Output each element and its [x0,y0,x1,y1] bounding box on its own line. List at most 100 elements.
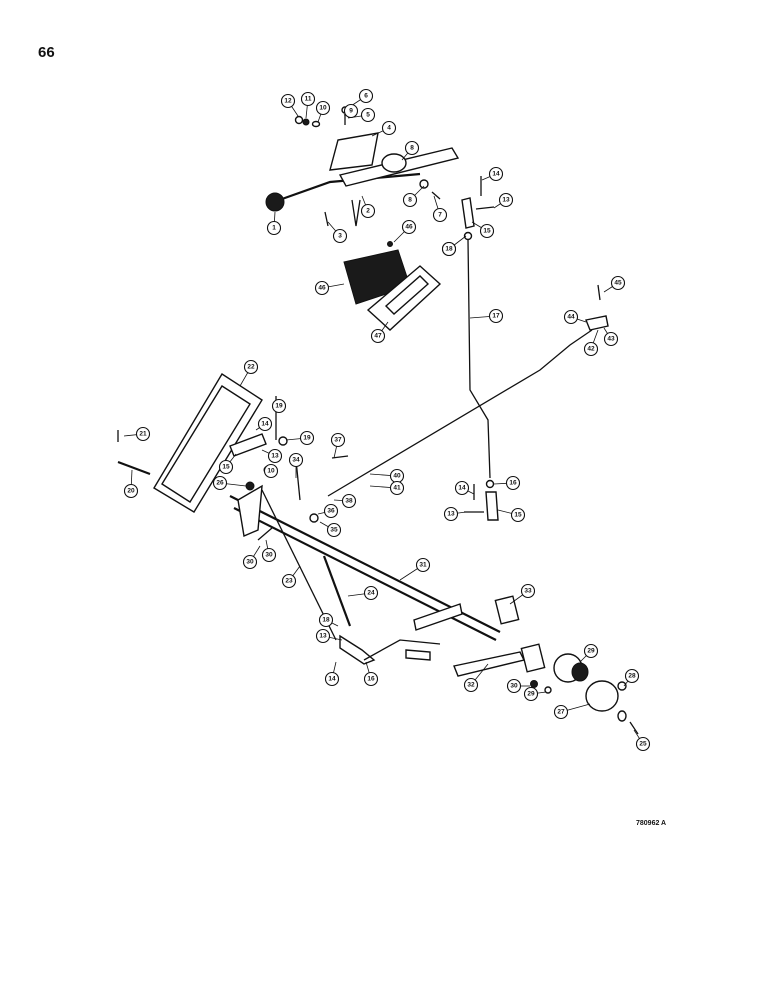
callout-label: 14 [328,676,336,683]
callout-9: 9 [343,103,359,119]
callout-label: 9 [349,108,353,115]
nut-16-lower [485,479,495,489]
callout-circle [389,480,405,496]
callout-16: 16 [505,475,521,491]
callout-label: 28 [628,673,636,680]
callout-label: 10 [267,468,275,475]
callout-label: 11 [305,96,312,103]
callout-circle [360,107,376,123]
callout-38: 38 [341,493,357,509]
callout-circle [610,275,626,291]
callout-circle [358,88,374,104]
callout-label: 43 [607,336,615,343]
callout-42: 42 [583,341,599,357]
callout-14: 14 [324,671,340,687]
callout-circle [315,628,331,644]
page-number: 66 [38,44,55,61]
callout-circle [266,220,282,236]
callout-label: 46 [318,285,326,292]
callout-10: 10 [315,100,331,116]
callout-circle [488,166,504,182]
washer-8 [419,179,429,189]
callout-label: 27 [557,709,565,716]
callout-label: 24 [367,590,375,597]
callout-circle [261,547,277,563]
spring-30 [257,527,273,541]
callout-label: 15 [514,512,522,519]
bracket-32 [453,651,526,677]
callout-44: 44 [563,309,579,325]
callout-label: 18 [322,617,330,624]
callout-label: 37 [334,437,342,444]
callout-13: 13 [498,192,514,208]
callout-circle [443,506,459,522]
callout-circle [330,432,346,448]
callout-circle [510,507,526,523]
callout-circle [243,359,259,375]
callout-18: 18 [318,612,334,628]
callout-label: 34 [292,457,300,464]
callout-label: 42 [587,346,595,353]
callout-circle [314,280,330,296]
callout-19: 19 [299,430,315,446]
callout-circle [318,612,334,628]
nut-28 [617,681,627,691]
callout-40: 40 [389,468,405,484]
callout-label: 6 [364,93,368,100]
callout-circle [603,331,619,347]
callout-circle [263,463,279,479]
drawing-code: 780962 A [636,820,667,827]
callout-10: 10 [263,463,279,479]
lower-rod [363,639,441,661]
callout-43: 43 [603,331,619,347]
screw-48 [387,241,393,247]
callout-circle [323,503,339,519]
callout-label: 29 [527,691,535,698]
callout-circle [441,241,457,257]
callout-13: 13 [443,506,459,522]
washer-35 [309,513,319,523]
callout-circle [360,203,376,219]
callout-circle [520,583,536,599]
callout-25: 25 [635,736,651,752]
callout-label: 8 [410,145,414,152]
callout-circle [218,459,234,475]
callout-label: 17 [492,313,500,320]
callout-20: 20 [123,483,139,499]
callout-21: 21 [135,426,151,442]
nut-19 [278,436,288,446]
callout-circle [267,448,283,464]
bolt-3 [324,211,329,227]
callout-label: 36 [327,508,335,515]
callout-14: 14 [257,416,273,432]
callout-label: 44 [567,314,575,321]
callout-6: 6 [358,88,374,104]
spring-clip [351,199,361,227]
callout-27: 27 [553,704,569,720]
bushing-33-lower [520,643,546,673]
callout-circle [242,554,258,570]
shift-lever [281,172,421,201]
callout-35: 35 [326,522,342,538]
callout-label: 35 [330,527,338,534]
callout-label: 5 [366,112,370,119]
callout-32: 32 [463,677,479,693]
callout-15: 15 [479,223,495,239]
callout-label: 19 [303,435,311,442]
callout-22: 22 [243,359,259,375]
callout-14: 14 [454,480,470,496]
callout-16: 16 [363,671,379,687]
callout-label: 15 [222,464,230,471]
callout-7: 7 [432,207,448,223]
bushing-33-upper [494,595,520,625]
callout-circle [300,91,316,107]
callout-13: 13 [267,448,283,464]
callout-circle [363,585,379,601]
callout-circle [288,452,304,468]
throttle-end [585,315,609,331]
callout-circle [135,426,151,442]
callout-circle [523,686,539,702]
callout-46: 46 [314,280,330,296]
callout-circle [432,207,448,223]
callout-14: 14 [488,166,504,182]
